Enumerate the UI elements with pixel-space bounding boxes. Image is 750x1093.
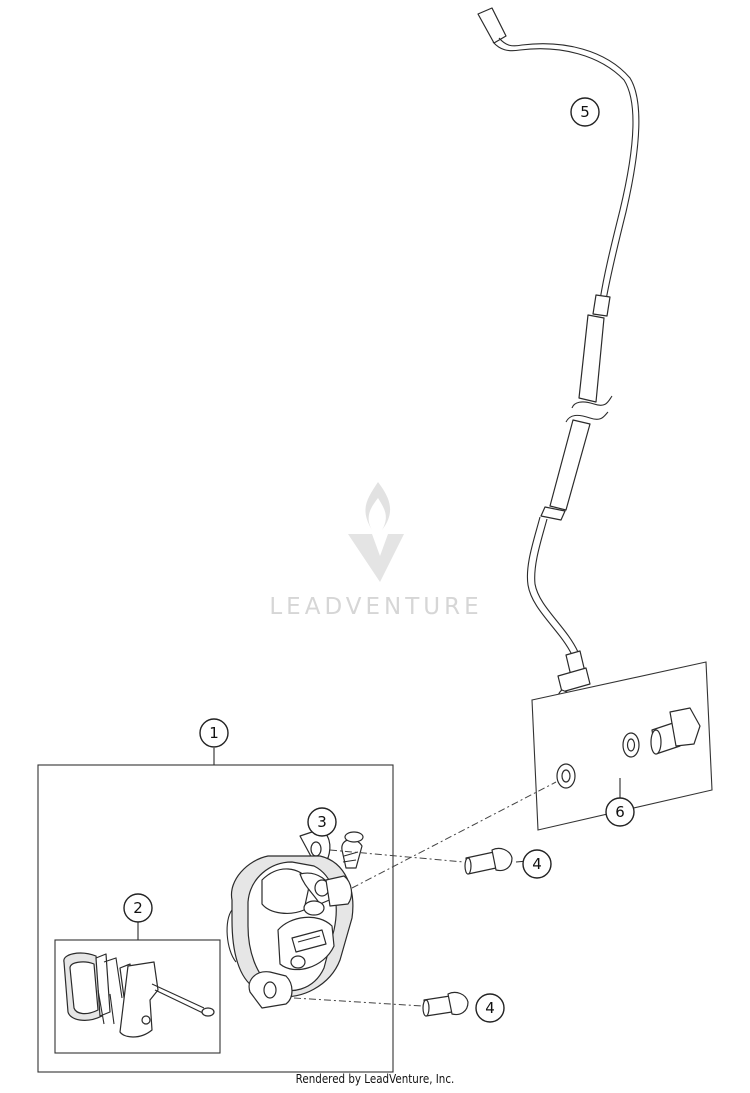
banjo-bolt-kit bbox=[531, 661, 713, 831]
callout-4-lower: 4 bbox=[475, 993, 505, 1023]
brake-caliper bbox=[226, 829, 354, 1009]
svg-text:4: 4 bbox=[485, 999, 495, 1017]
svg-text:1: 1 bbox=[209, 724, 219, 742]
callout-3: 3 bbox=[307, 807, 337, 837]
svg-text:3: 3 bbox=[317, 813, 327, 831]
callout-5: 5 bbox=[570, 97, 600, 127]
svg-text:2: 2 bbox=[133, 899, 143, 917]
callout-1: 1 bbox=[199, 718, 229, 748]
caliper-bolt-lower bbox=[422, 991, 469, 1017]
bleed-screw bbox=[341, 831, 364, 869]
svg-text:4: 4 bbox=[532, 855, 542, 873]
brake-hose bbox=[477, 7, 640, 718]
caliper-bolt-upper bbox=[464, 847, 513, 875]
footer-credit: Rendered by LeadVenture, Inc. bbox=[295, 1072, 455, 1086]
leadventure-watermark: LEADVENTURE bbox=[269, 482, 482, 620]
callout-2: 2 bbox=[123, 893, 153, 923]
callout-6: 6 bbox=[605, 797, 635, 827]
brake-pads bbox=[63, 952, 215, 1038]
callout-4-upper: 4 bbox=[522, 849, 552, 879]
watermark-text: LEADVENTURE bbox=[269, 594, 482, 620]
svg-text:6: 6 bbox=[615, 803, 625, 821]
svg-text:5: 5 bbox=[580, 103, 590, 121]
